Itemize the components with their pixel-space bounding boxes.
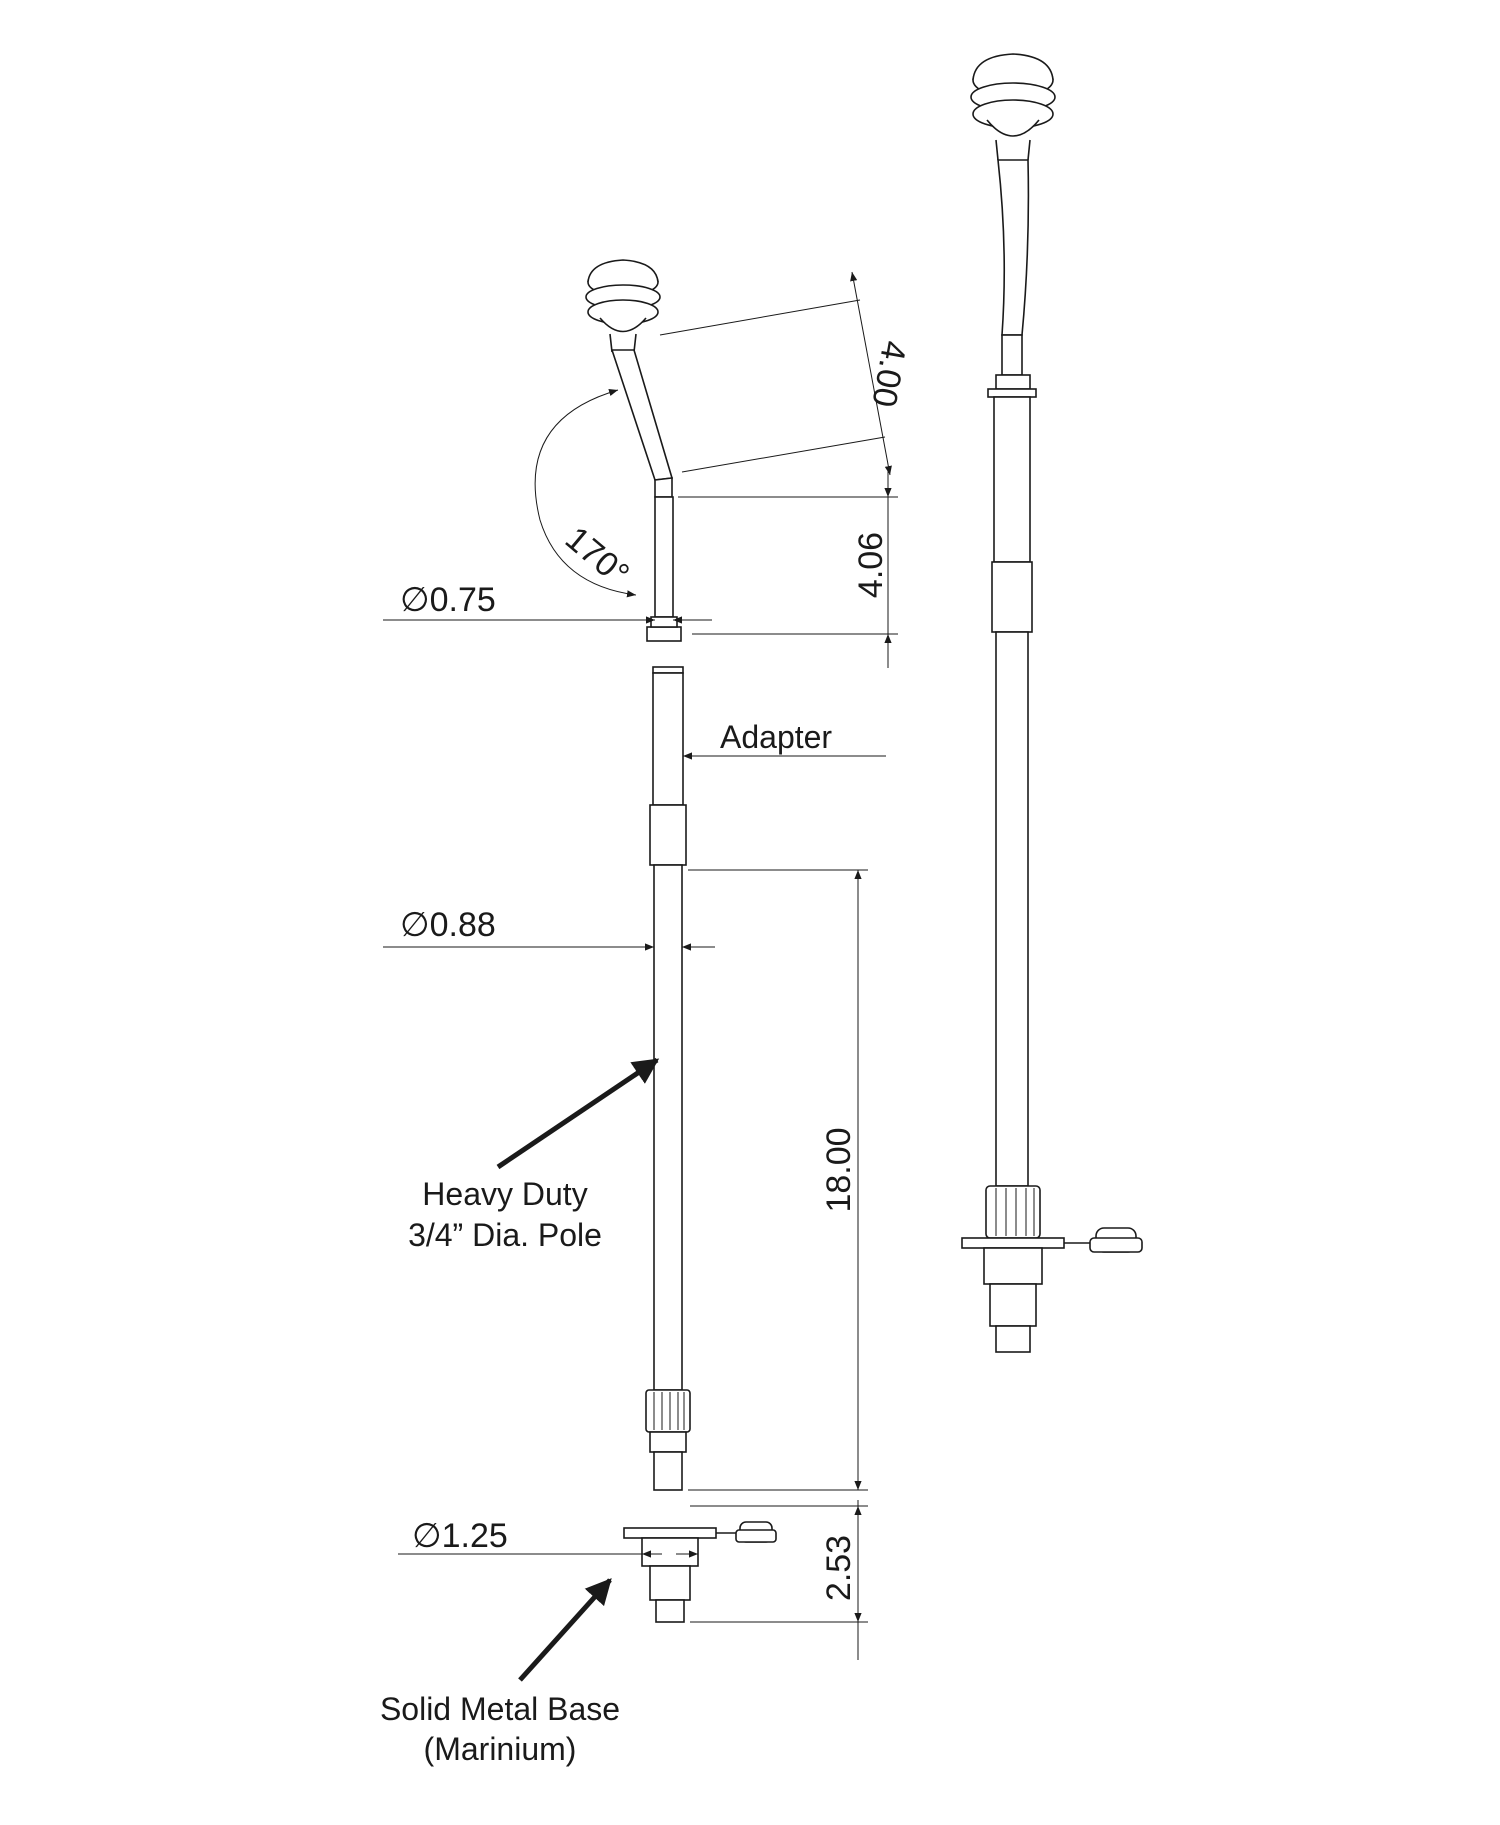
light-head-top [585, 259, 661, 353]
dim-top-pole-label: 4.00 [864, 338, 913, 410]
adapter-label: Adapter [720, 719, 832, 755]
dim-top-diameter-label: ∅0.75 [400, 581, 496, 619]
dim-pole-diameter: ∅0.88 [383, 906, 715, 951]
bent-upper-tube [610, 349, 674, 498]
dim-pole-length: 18.00 [688, 869, 868, 1491]
dim-pole-length-label: 18.00 [820, 1127, 858, 1212]
metal-base [623, 1521, 777, 1623]
dim-pole-diameter-label: ∅0.88 [400, 906, 496, 944]
pole-label-line2: 3/4” Dia. Pole [408, 1217, 602, 1253]
dim-angle-label: 170° [558, 519, 636, 593]
dim-base-height: 2.53 [690, 1500, 868, 1660]
upper-straight-tube [646, 496, 682, 642]
dim-lower-pole-label: 4.06 [852, 532, 890, 598]
adapter-callout: Adapter [683, 719, 886, 760]
dim-base-diameter-label: ∅1.25 [412, 1517, 508, 1555]
adapter [649, 666, 687, 866]
dim-base-height-label: 2.53 [820, 1535, 858, 1601]
dim-top-diameter: ∅0.75 [383, 581, 712, 624]
assembled-light [961, 53, 1143, 1353]
base-label-line2: (Marinium) [424, 1731, 577, 1767]
pole-callout: Heavy Duty 3/4” Dia. Pole [408, 1057, 660, 1253]
main-pole [645, 864, 691, 1491]
dim-angle: 170° [534, 389, 636, 598]
dim-base-diameter: ∅1.25 [398, 1517, 698, 1558]
dim-lower-pole: 4.06 [678, 470, 898, 668]
pole-label-line1: Heavy Duty [422, 1176, 587, 1212]
base-label-line1: Solid Metal Base [380, 1691, 620, 1727]
base-callout: Solid Metal Base (Marinium) [380, 1578, 620, 1767]
dim-top-pole: 4.00 [659, 271, 913, 476]
